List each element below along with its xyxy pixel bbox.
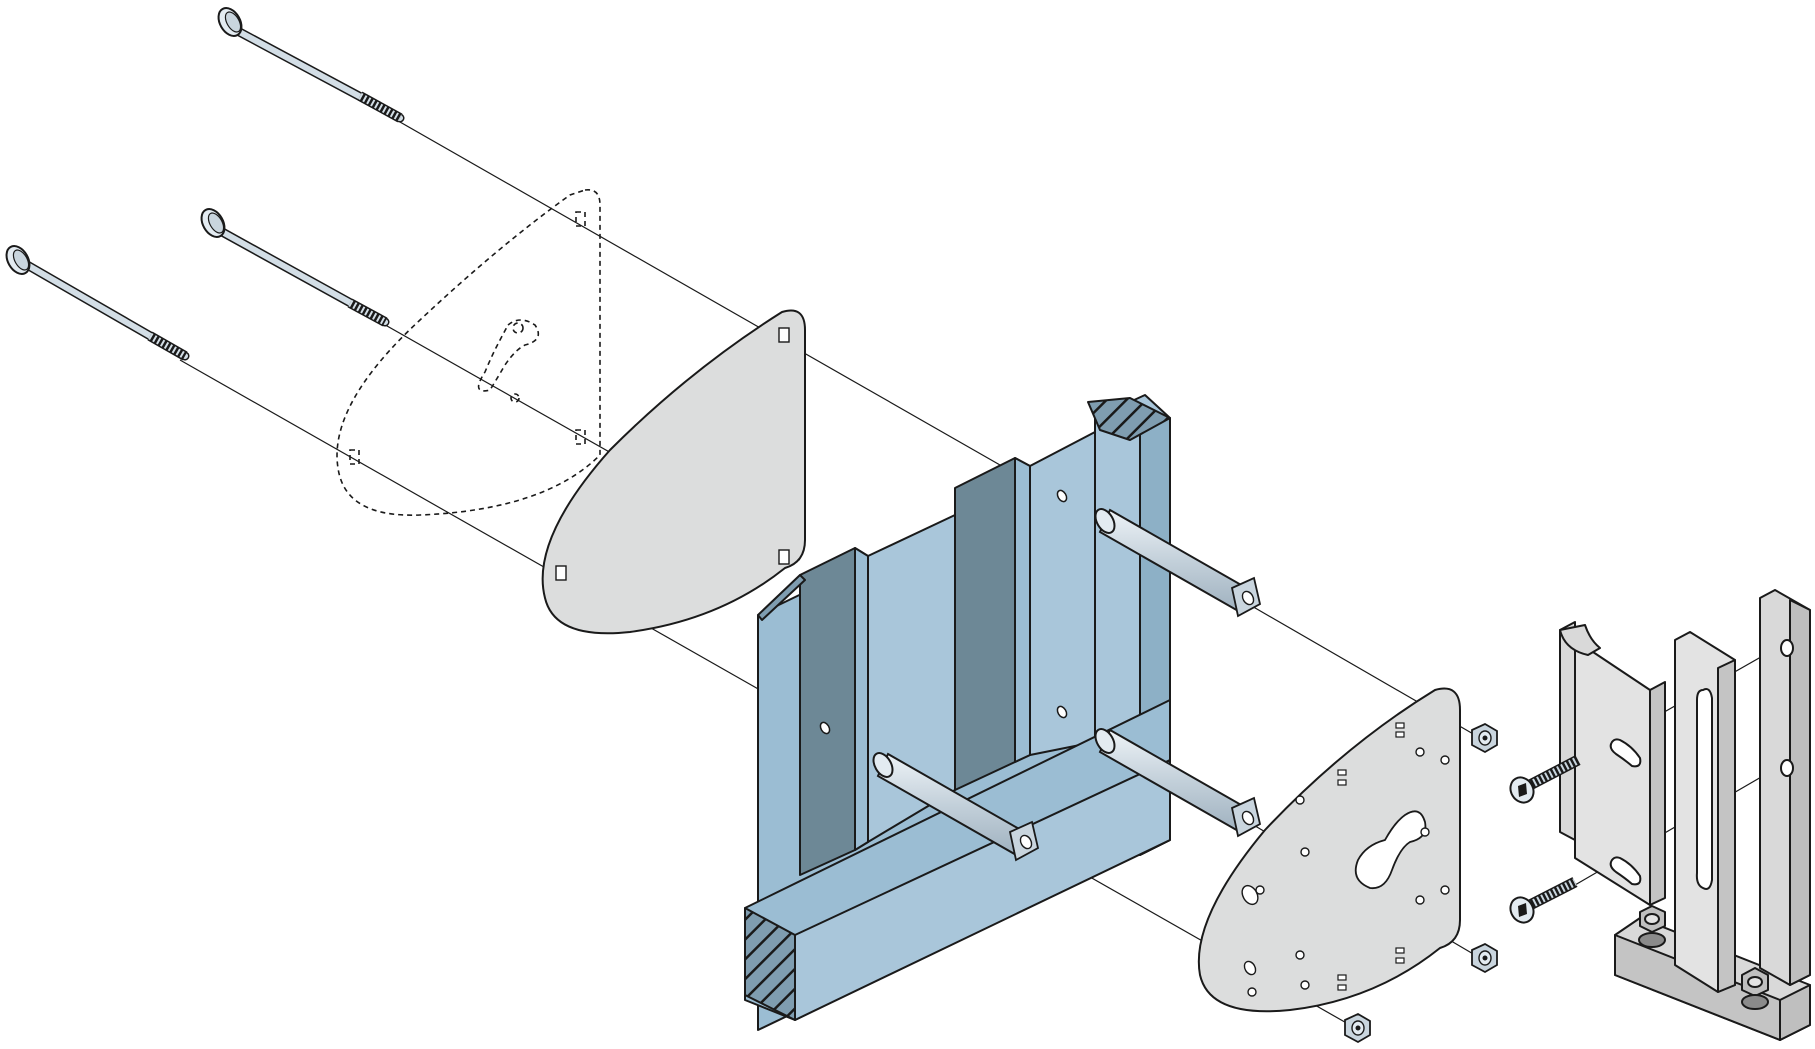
lock-nut-upper bbox=[1471, 722, 1498, 754]
axis-line-lower-bolt bbox=[179, 359, 761, 691]
post-bracket bbox=[1559, 589, 1811, 1041]
carriage-bolt-top bbox=[217, 7, 405, 123]
front-plate bbox=[1197, 687, 1461, 1013]
standoff-middle bbox=[1094, 728, 1262, 838]
carriage-bolt-lower bbox=[5, 245, 190, 361]
carriage-bolt-middle bbox=[200, 208, 390, 327]
wall-holes bbox=[819, 489, 1068, 735]
standoff-lower bbox=[872, 752, 1040, 862]
button-head-screw-lower bbox=[1509, 877, 1578, 924]
rear-plate bbox=[541, 309, 806, 635]
stud-wall-section bbox=[744, 394, 1171, 1031]
lock-nut-middle bbox=[1471, 942, 1498, 974]
lock-nut-lower bbox=[1344, 1012, 1371, 1044]
standoff-upper bbox=[1094, 508, 1262, 618]
rear-plate-hidden-outline bbox=[336, 188, 601, 516]
axis-line-top-bolt bbox=[399, 121, 1001, 466]
button-head-screw-upper bbox=[1509, 755, 1581, 804]
